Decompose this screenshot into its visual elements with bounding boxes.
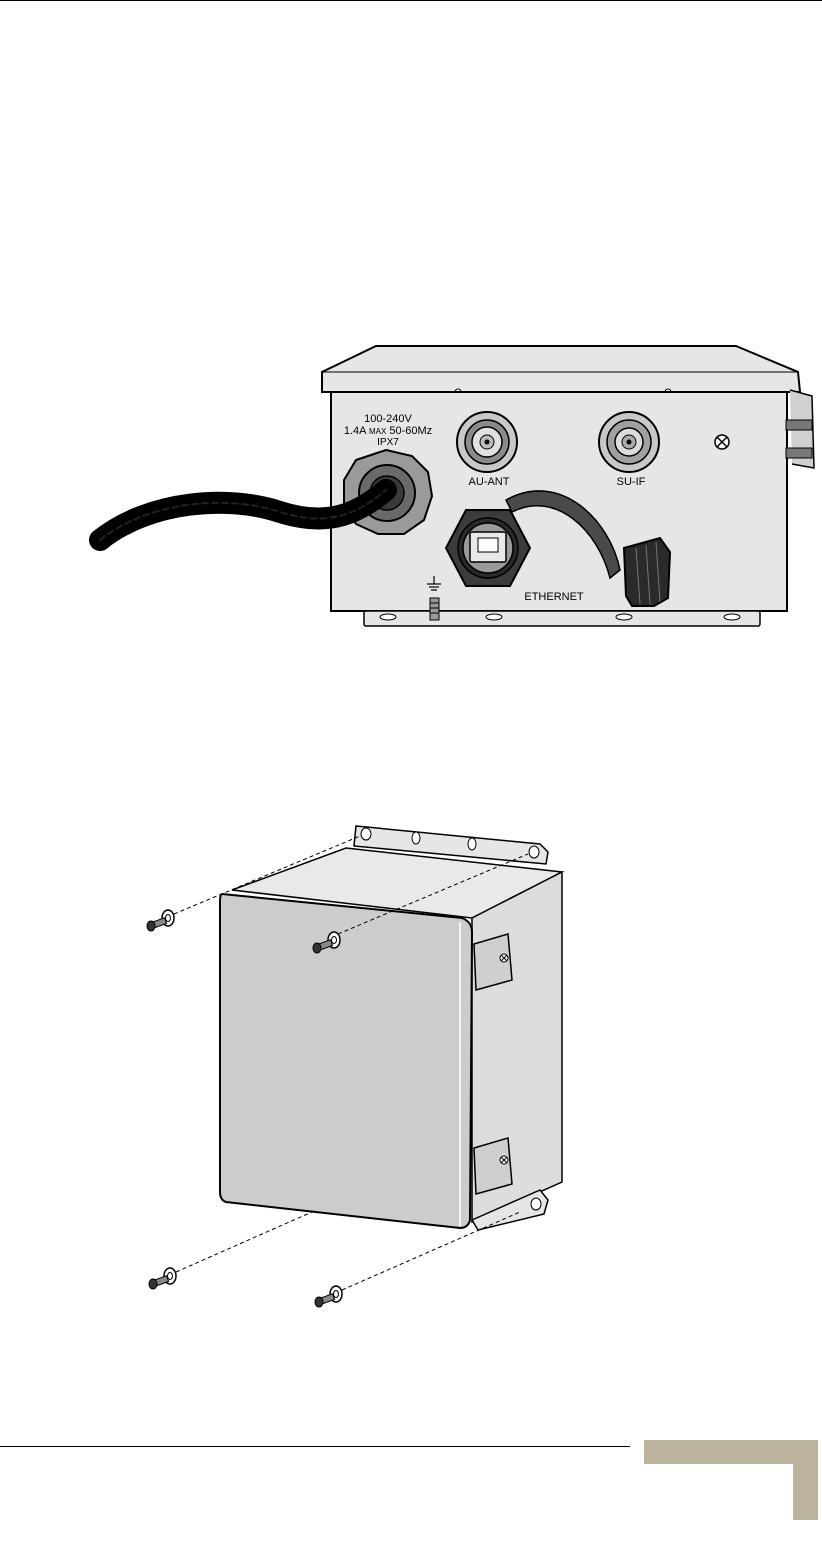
enclosure-door (220, 894, 472, 1228)
power-rating-voltage: 100-240V (364, 413, 412, 425)
mounting-screw (147, 910, 174, 931)
au-ant-label: AU-ANT (469, 476, 510, 488)
mounting-screw (315, 1286, 342, 1307)
screw-icon (715, 435, 729, 449)
su-if-connector (599, 412, 659, 472)
unit-mounting-screws-figure (0, 815, 822, 1315)
ethernet-label: ETHERNET (524, 591, 584, 603)
header-rule (0, 0, 822, 1)
au-ant-connector (457, 412, 517, 472)
su-if-label: SU-IF (617, 476, 646, 488)
ethernet-cap (624, 538, 670, 606)
outdoor-unit-front-panel-figure: 100-240V 1.4A MAX 50-60Mz IPX7 AU-ANT SU… (0, 330, 822, 640)
ground-stud (430, 598, 439, 620)
hinge-bottom (474, 1138, 512, 1194)
power-rating-current: 1.4A MAX 50-60Mz (344, 425, 432, 437)
footer-rule (0, 1446, 630, 1447)
hinge-top (474, 934, 512, 990)
unit-lid (322, 346, 800, 392)
mounting-flange (364, 611, 760, 626)
mounting-screw (149, 1268, 176, 1289)
ip-rating-label: IPX7 (377, 437, 399, 448)
